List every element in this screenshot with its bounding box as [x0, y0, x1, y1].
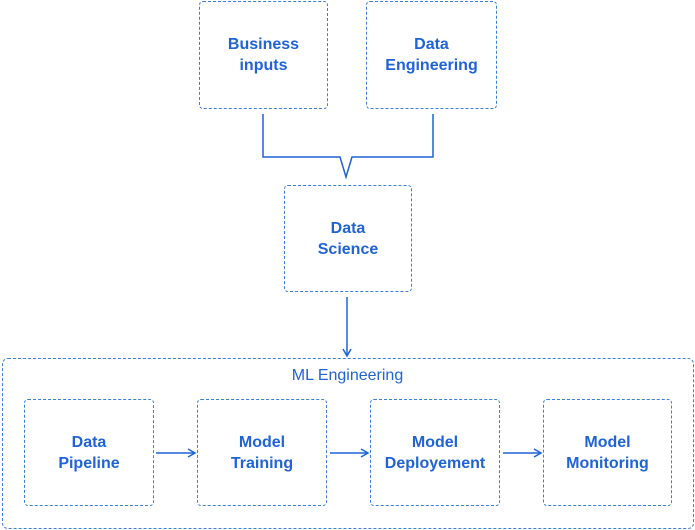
data-pipeline-label: Data Pipeline: [58, 433, 120, 472]
data-engineering-label: Data Engineering: [385, 36, 478, 74]
model-training-label: Model Training: [230, 433, 294, 472]
model-deployement-box: Model Deployement: [370, 399, 500, 506]
data-engineering-box: Data Engineering: [366, 1, 497, 109]
data-science-box: Data Science: [284, 185, 412, 292]
business-inputs-box: Business inputs: [199, 1, 328, 109]
model-monitoring-box: Model Monitoring: [543, 399, 672, 506]
data-pipeline-box: Data Pipeline: [24, 399, 154, 506]
data-science-label: Data Science: [317, 219, 379, 258]
model-monitoring-label: Model Monitoring: [566, 433, 649, 472]
ml-engineering-group: [2, 358, 694, 529]
model-training-box: Model Training: [197, 399, 327, 506]
ml-engineering-label: ML Engineering: [291, 367, 404, 384]
merge-bracket-connector: [262, 114, 434, 180]
model-deployement-label: Model Deployement: [384, 433, 486, 472]
business-inputs-label: Business inputs: [227, 36, 300, 74]
